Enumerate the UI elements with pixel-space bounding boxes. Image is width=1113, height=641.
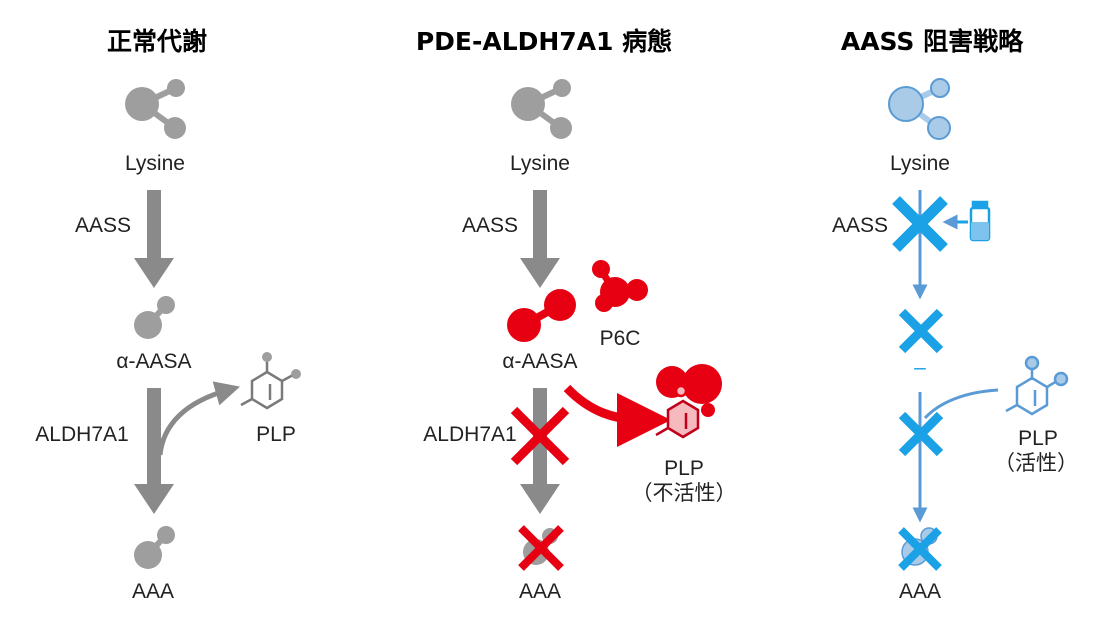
aasa-red-molecule-icon [507, 289, 576, 342]
p6c-label: P6C [600, 327, 641, 350]
down-arrow-1 [520, 190, 560, 288]
aldh7a1-label: ALDH7A1 [423, 423, 516, 446]
p6c-binding-arrow [563, 384, 671, 447]
plp-label: PLP [256, 423, 296, 446]
plp-release-arrow [157, 381, 241, 456]
lysine-label: Lysine [890, 152, 950, 175]
panel-aass-inhibition: AASS 阻害戦略 Lysine AASS – [832, 27, 1078, 603]
p6c-red-molecule-icon [592, 260, 648, 312]
inhibit-x-mark-icon [892, 196, 948, 252]
aaa-label: AAA [132, 580, 174, 603]
aldh7a1-label: ALDH7A1 [35, 423, 128, 446]
aaa-label: AAA [519, 580, 561, 603]
plp-support-line [923, 388, 999, 420]
dash-label: – [914, 356, 926, 379]
lysine-molecule-icon [511, 79, 572, 139]
blocked-x-mark-icon [898, 308, 944, 354]
lysine-label: Lysine [125, 152, 185, 175]
plp-state-label: （活性） [994, 452, 1078, 475]
blocked-x-mark-icon [510, 406, 570, 466]
plp-benzene-ring-icon [240, 352, 301, 410]
aaa-label: AAA [899, 580, 941, 603]
panel-title: 正常代謝 [107, 27, 207, 56]
panel-title: PDE-ALDH7A1 病態 [416, 27, 672, 56]
lysine-molecule-icon [888, 78, 951, 140]
plp-bound-molecule-icon [656, 364, 722, 417]
aass-label: AASS [462, 214, 518, 237]
plp-benzene-ring-icon [655, 384, 700, 439]
aasa-label: α-AASA [116, 350, 191, 373]
aasa-label: α-AASA [502, 350, 577, 373]
aaa-blocked-x-mark-icon [898, 527, 942, 571]
plp-label: PLP [664, 457, 704, 480]
panel-normal: 正常代謝 Lysine AASS α-AASA ALDH7A1 [35, 27, 301, 603]
aass-label: AASS [75, 214, 131, 237]
plp-benzene-ring-icon [1005, 355, 1069, 416]
drug-vial-icon [969, 200, 991, 242]
down-arrow-1 [134, 190, 174, 288]
aasa-molecule-icon [134, 296, 175, 339]
panel-pde: PDE-ALDH7A1 病態 Lysine AASS [416, 27, 737, 603]
aaa-molecule-icon [134, 526, 175, 569]
aass-label: AASS [832, 214, 888, 237]
aaa-blocked-x-mark-icon [518, 525, 564, 571]
blocked-x-mark-icon [898, 411, 944, 457]
plp-state-label: （不活性） [632, 482, 737, 505]
down-arrow-2 [134, 388, 174, 514]
lysine-molecule-icon [125, 79, 186, 139]
lysine-label: Lysine [510, 152, 570, 175]
panel-title: AASS 阻害戦略 [841, 27, 1024, 56]
plp-label: PLP [1018, 427, 1058, 450]
